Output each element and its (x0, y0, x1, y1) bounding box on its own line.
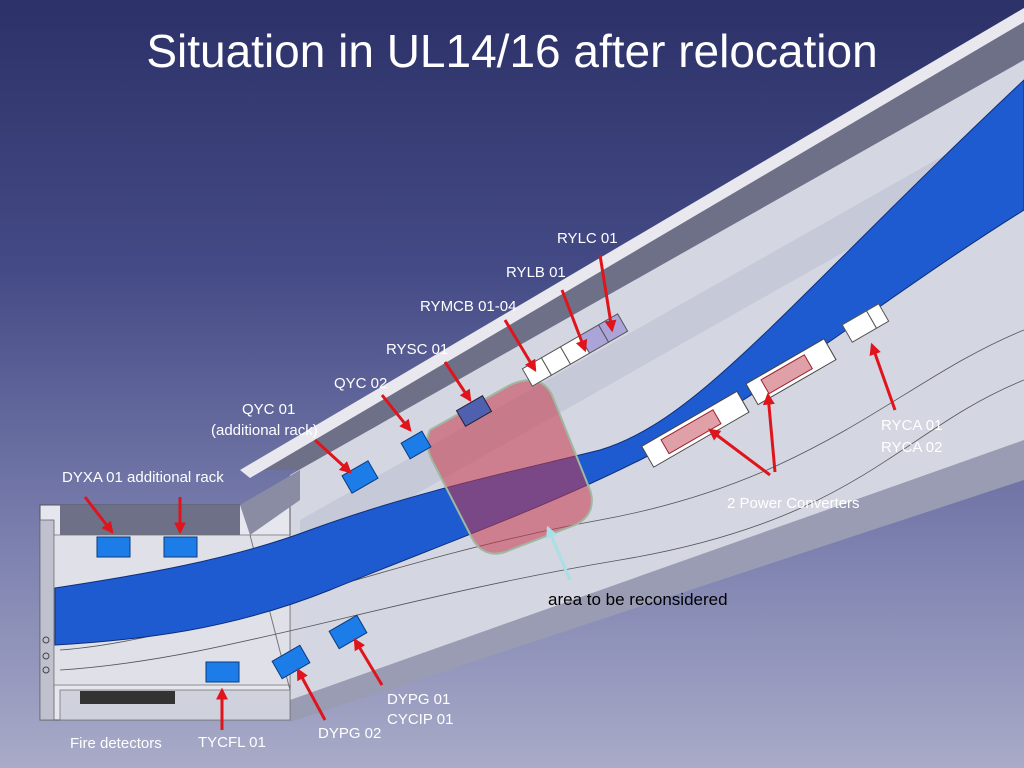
arrow-pc-left (708, 428, 771, 477)
tunnel-structure (39, 8, 1024, 722)
rysc-rack (455, 395, 493, 427)
power-converters (641, 338, 837, 468)
label-dypg01: DYPG 01 (387, 691, 450, 708)
arrow-rylc (598, 254, 617, 333)
arrow-qyc01 (313, 438, 352, 474)
additional-rack (163, 536, 198, 558)
arrow-rymcb (503, 319, 537, 373)
qyc02-rack (400, 430, 432, 460)
label-ryca02: RYCA 02 (881, 439, 942, 456)
dypg02-rack (271, 644, 311, 680)
arrow-qyc02 (380, 394, 412, 432)
arrow-ryca (869, 342, 897, 411)
label-tycfl01: TYCFL 01 (198, 734, 266, 751)
arrow-rysc (443, 361, 472, 403)
qyc01-rack (341, 460, 379, 494)
arrow-area (546, 525, 572, 581)
arrow-pc-right (762, 392, 777, 473)
ryca-racks (841, 303, 890, 343)
label-rylc: RYLC 01 (557, 230, 618, 247)
label-power-converters: 2 Power Converters (727, 495, 860, 512)
beam-band (54, 79, 1024, 646)
page-title: Situation in UL14/16 after relocation (146, 25, 878, 77)
label-qyc01: QYC 01 (242, 401, 295, 418)
arrow-dyxa (83, 496, 114, 534)
label-rysc: RYSC 01 (386, 341, 448, 358)
label-dyxa: DYXA 01 additional rack (62, 469, 224, 486)
label-rylb: RYLB 01 (506, 264, 566, 281)
dyxa-rack (96, 536, 131, 558)
label-arrows (83, 254, 897, 730)
dypg01-rack (328, 614, 368, 650)
arrow-dypg01 (353, 637, 384, 686)
label-dypg02: DYPG 02 (318, 725, 381, 742)
racks (96, 395, 493, 683)
label-ryca01: RYCA 01 (881, 417, 942, 434)
label-rymcb: RYMCB 01-04 (420, 298, 516, 315)
label-cycip01: CYCIP 01 (387, 711, 453, 728)
label-qyc02: QYC 02 (334, 375, 387, 392)
label-fire-detectors: Fire detectors (70, 735, 162, 752)
arrow-dypg02 (296, 667, 327, 721)
label-area: area to be reconsidered (548, 590, 728, 609)
arrow-rylb (560, 289, 588, 353)
tycfl-rack (205, 661, 240, 683)
label-qyc01-note: (additional rack) (211, 422, 318, 439)
